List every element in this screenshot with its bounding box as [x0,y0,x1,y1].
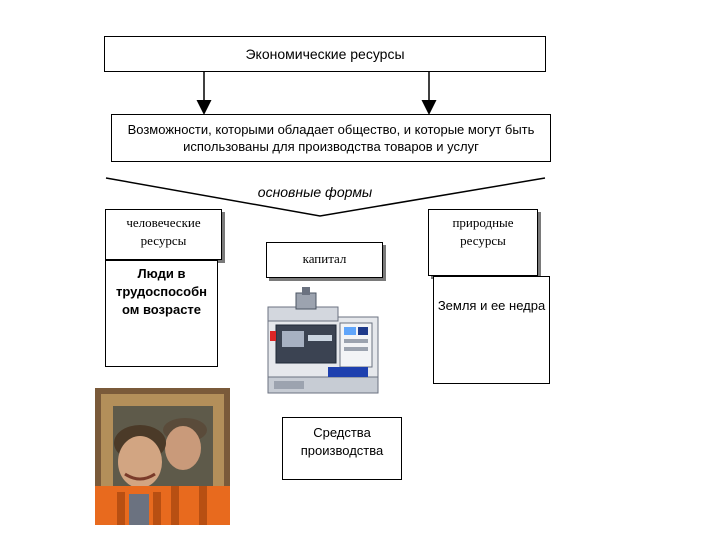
capital-box: капитал [266,242,383,278]
people-text: Люди в трудоспособн ом возрасте [116,266,207,317]
means-of-production-box: Средства производства [282,417,402,480]
human-resources-text: человеческие ресурсы [126,215,201,248]
description-text: Возможности, которыми обладает общество,… [127,122,535,154]
forms-label: основные формы [257,184,373,200]
cnc-lathe-machine-image [267,287,379,394]
workers-photo [95,388,230,525]
capital-text: капитал [302,251,347,266]
means-text: Средства производства [300,425,384,458]
title-box: Экономические ресурсы [104,36,546,72]
human-resources-box: человеческие ресурсы [105,209,222,260]
people-box: Люди в трудоспособн ом возрасте [105,260,218,367]
forms-bracket [105,177,546,217]
natural-resources-box: природные ресурсы [428,209,538,276]
earth-box: Земля и ее недра [433,276,550,384]
title-text: Экономические ресурсы [245,46,405,62]
description-box: Возможности, которыми обладает общество,… [111,114,551,162]
earth-text: Земля и ее недра [437,298,546,313]
natural-resources-text: природные ресурсы [452,215,514,248]
